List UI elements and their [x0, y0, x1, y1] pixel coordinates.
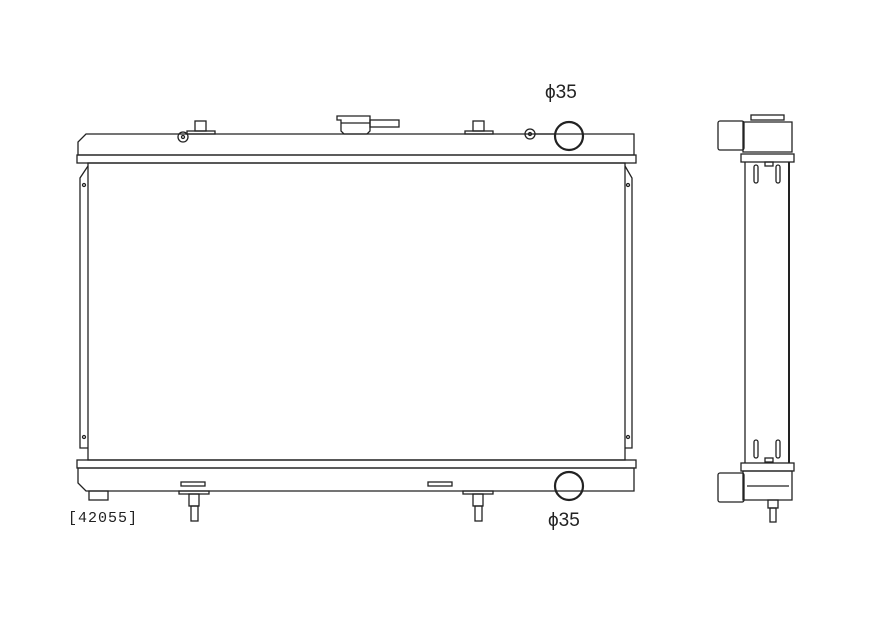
side-bracket-right: [624, 165, 633, 449]
top-tank: [76, 115, 637, 164]
radiator-cap: [336, 115, 371, 135]
outlet-diameter-label: ϕ35: [548, 510, 580, 531]
part-code: [42055]: [68, 510, 139, 527]
inlet-diameter-label: ϕ35: [545, 82, 577, 103]
side-bracket-left: [79, 165, 89, 449]
inlet-pipe: [553, 120, 585, 152]
front-view: [76, 115, 637, 522]
outlet-pipe: [553, 470, 585, 502]
radiator-core: [87, 162, 626, 461]
overflow-pipe: [369, 119, 400, 128]
side-view: [717, 114, 795, 523]
bottom-tank: [76, 459, 637, 522]
